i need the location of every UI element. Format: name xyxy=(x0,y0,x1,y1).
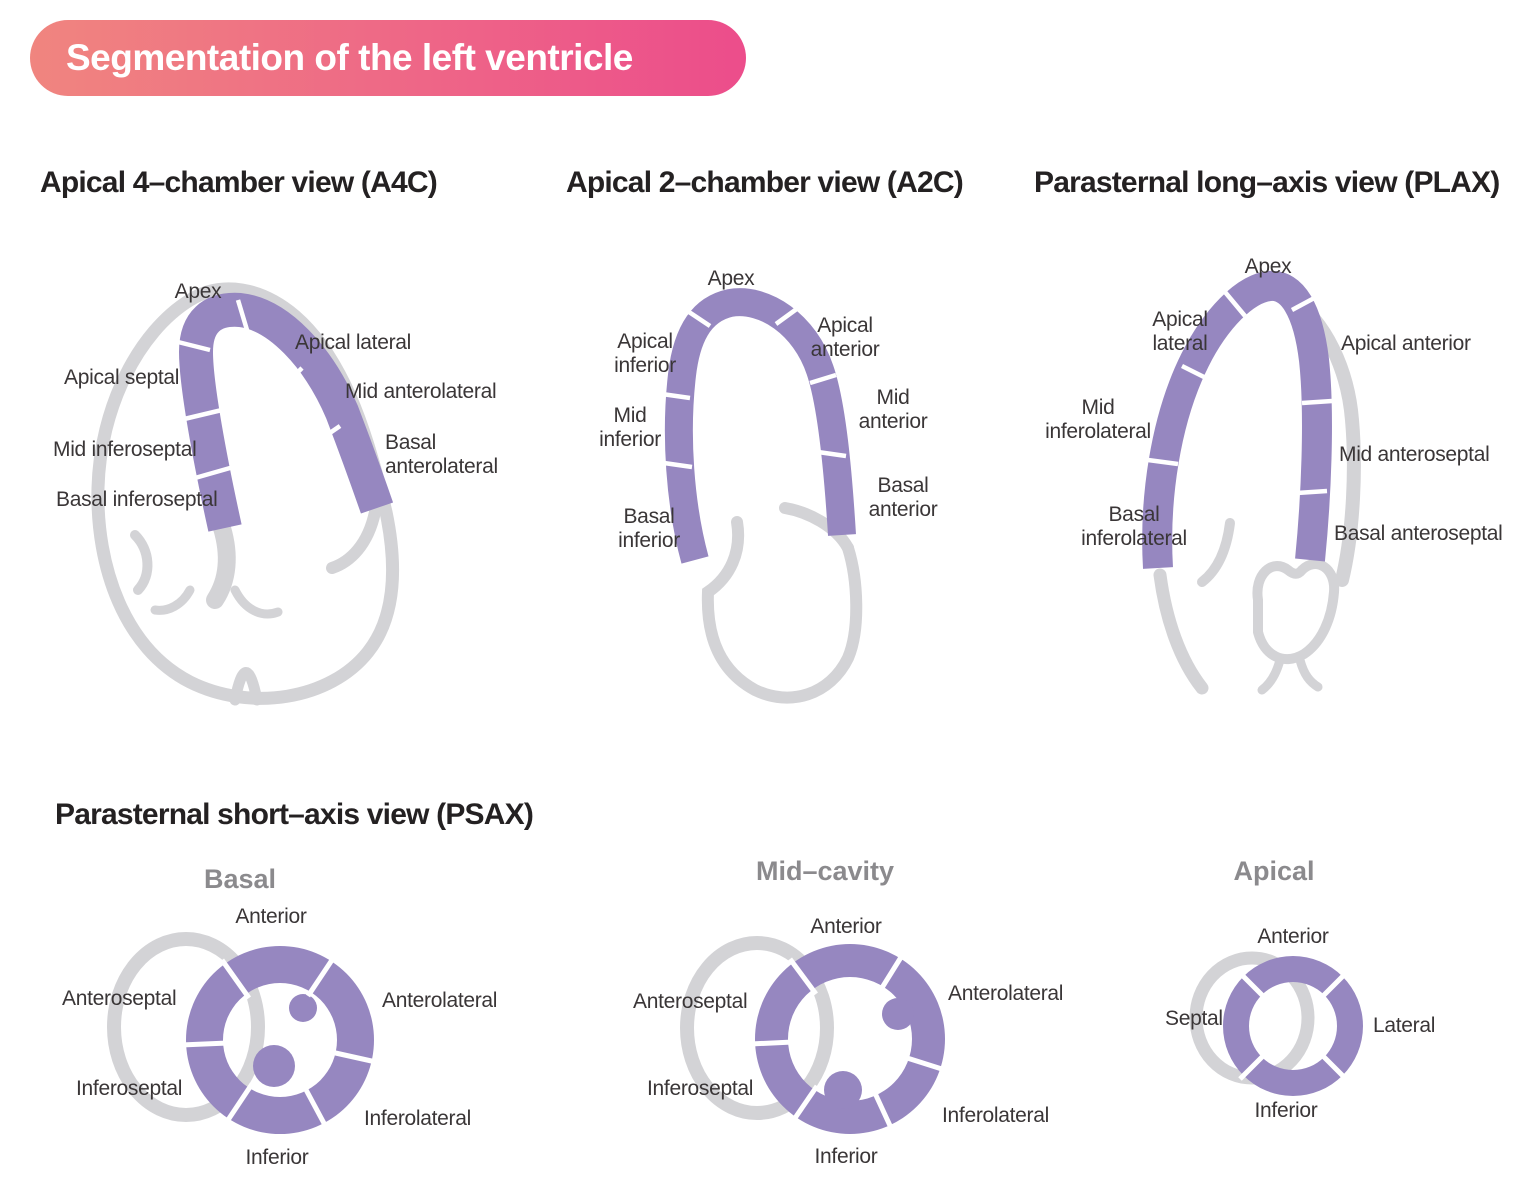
psax-mid-label-anteroseptal: Anteroseptal xyxy=(633,990,748,1013)
psax-basal-gaps xyxy=(180,955,377,1129)
plax-diagram xyxy=(1142,270,1361,695)
a2c-label-basal-anterior: Basal anterior xyxy=(868,474,938,521)
a2c-label-mid-inferior: Mid inferior xyxy=(599,404,661,451)
plax-segment-gaps xyxy=(1147,290,1333,496)
psax-basal-diagram xyxy=(107,932,377,1134)
psax-basal-label-inferolateral: Inferolateral xyxy=(364,1107,471,1130)
a4c-valve-details xyxy=(130,506,381,706)
plax-label-apical-lateral: Apical lateral xyxy=(1152,308,1208,355)
psax-apical-diagram xyxy=(1189,951,1363,1096)
psax-apical-label-septal: Septal xyxy=(1165,1007,1223,1030)
psax-mid-subtitle: Mid–cavity xyxy=(755,856,895,886)
a2c-segment-band xyxy=(664,288,856,564)
a2c-diagram xyxy=(661,288,863,704)
a2c-label-apical-inferior: Apical inferior xyxy=(614,330,676,377)
a4c-label-apex: Apex xyxy=(174,280,222,303)
a2c-label-basal-inferior: Basal inferior xyxy=(618,505,680,552)
page-title: Segmentation of the left ventricle xyxy=(66,37,633,78)
a2c-base-outline xyxy=(701,502,863,704)
psax-mid-gaps xyxy=(749,952,946,1132)
a2c-label-apex: Apex xyxy=(707,267,755,290)
plax-heading: Parasternal long–axis view (PLAX) xyxy=(1034,166,1500,199)
psax-basal-label-inferior: Inferior xyxy=(245,1146,309,1169)
a4c-segment-gaps xyxy=(169,299,342,481)
plax-label-basal-inferolateral: Basal inferolateral xyxy=(1081,503,1187,550)
psax-apical-gaps xyxy=(1238,971,1348,1081)
psax-basal-papillary-dot-large xyxy=(253,1045,295,1087)
psax-apical-label-lateral: Lateral xyxy=(1373,1014,1436,1037)
a4c-heading: Apical 4–chamber view (A4C) xyxy=(40,166,438,199)
a4c-label-basal-anterolateral: Basal anterolateral xyxy=(385,431,498,478)
a2c-label-apical-anterior: Apical anterior xyxy=(810,314,880,361)
psax-basal-subtitle: Basal xyxy=(203,864,277,894)
a4c-label-apical-septal: Apical septal xyxy=(64,366,180,389)
plax-label-apical-anterior: Apical anterior xyxy=(1341,332,1471,355)
psax-apical-subtitle: Apical xyxy=(1233,856,1315,886)
psax-apical-label-inferior: Inferior xyxy=(1254,1099,1318,1122)
psax-mid-label-inferior: Inferior xyxy=(814,1145,878,1168)
psax-basal-label-anterior: Anterior xyxy=(235,905,307,928)
a2c-heading: Apical 2–chamber view (A2C) xyxy=(566,166,964,199)
psax-heading: Parasternal short–axis view (PSAX) xyxy=(55,798,534,831)
plax-label-mid-inferolateral: Mid inferolateral xyxy=(1045,396,1151,443)
psax-basal-papillary-dot-small xyxy=(289,994,317,1022)
psax-mid-label-inferolateral: Inferolateral xyxy=(942,1104,1049,1127)
psax-mid-ring xyxy=(755,944,945,1134)
psax-mid-papillary-nub-right xyxy=(882,998,914,1030)
plax-label-mid-anteroseptal: Mid anteroseptal xyxy=(1339,443,1490,466)
a4c-label-mid-anterolateral: Mid anterolateral xyxy=(345,380,497,403)
a4c-label-mid-inferoseptal: Mid inferoseptal xyxy=(53,438,197,461)
psax-mid-papillary-nub-bottom xyxy=(824,1071,862,1109)
psax-mid-diagram xyxy=(680,936,946,1134)
plax-segment-band xyxy=(1142,270,1332,569)
a4c-label-apical-lateral: Apical lateral xyxy=(295,331,412,354)
a4c-label-basal-inferoseptal: Basal inferoseptal xyxy=(56,488,218,511)
psax-mid-label-inferoseptal: Inferoseptal xyxy=(647,1077,754,1100)
psax-apical-label-anterior: Anterior xyxy=(1257,925,1329,948)
psax-basal-label-anterolateral: Anterolateral xyxy=(382,989,498,1012)
a4c-diagram xyxy=(91,282,400,706)
a2c-segment-gaps xyxy=(661,306,847,470)
psax-basal-label-anteroseptal: Anteroseptal xyxy=(62,987,177,1010)
psax-basal-label-inferoseptal: Inferoseptal xyxy=(76,1077,183,1100)
a2c-label-mid-anterior: Mid anterior xyxy=(858,386,928,433)
psax-mid-label-anterolateral: Anterolateral xyxy=(948,982,1064,1005)
plax-label-apex: Apex xyxy=(1244,255,1292,278)
plax-label-basal-anteroseptal: Basal anteroseptal xyxy=(1334,522,1503,545)
title-banner: Segmentation of the left ventricle xyxy=(30,20,746,96)
psax-mid-label-anterior: Anterior xyxy=(810,915,882,938)
psax-basal-ring xyxy=(186,946,374,1134)
